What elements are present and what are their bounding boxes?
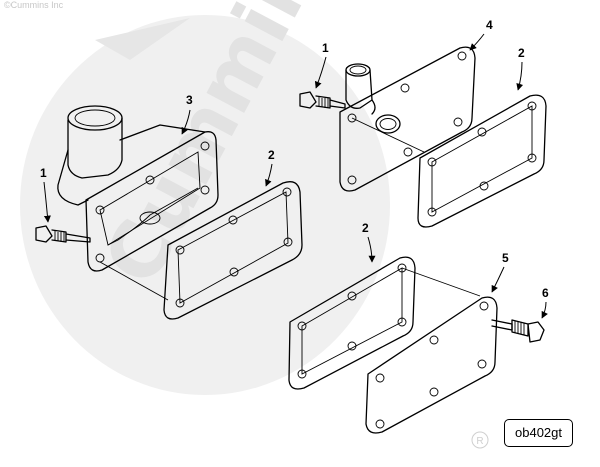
svg-text:4: 4 <box>486 18 493 32</box>
callout-1-top: 1 <box>314 41 329 89</box>
cover-plate-5 <box>365 296 498 434</box>
svg-text:1: 1 <box>322 41 329 55</box>
svg-text:R: R <box>476 436 483 447</box>
svg-text:5: 5 <box>502 251 509 265</box>
gasket-2-left <box>163 181 303 320</box>
watermark: Cummins <box>20 0 390 395</box>
callout-5: 5 <box>491 251 509 293</box>
svg-text:6: 6 <box>542 286 549 300</box>
svg-text:2: 2 <box>518 46 525 60</box>
capscrew-6 <box>491 319 545 343</box>
capscrew-1-left <box>35 225 91 243</box>
svg-text:2: 2 <box>268 148 275 162</box>
capscrew-1-top <box>299 91 346 109</box>
svg-text:3: 3 <box>186 93 193 107</box>
svg-text:2: 2 <box>362 221 369 235</box>
drawing-code-label: ob402gt <box>504 419 573 447</box>
gasket-2-right <box>417 94 547 228</box>
callout-2-left: 2 <box>265 148 275 187</box>
callout-3: 3 <box>181 93 193 135</box>
registered-mark: R <box>471 431 489 449</box>
callout-2-mid: 2 <box>362 221 376 263</box>
callout-4: 4 <box>469 18 493 51</box>
callout-2-right: 2 <box>516 46 525 91</box>
gasket-2-mid <box>288 256 481 390</box>
callout-6: 6 <box>541 286 549 319</box>
callout-1-left: 1 <box>40 166 51 223</box>
water-outlet-housing-3 <box>57 105 219 301</box>
svg-text:1: 1 <box>40 166 47 180</box>
copyright-text: ©Cummins Inc <box>4 0 64 10</box>
